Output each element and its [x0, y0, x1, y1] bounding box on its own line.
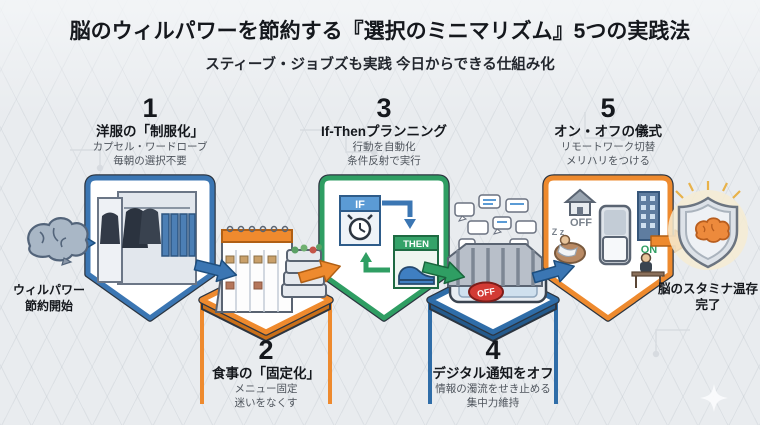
sleep-zzz-label: Z z	[552, 227, 565, 237]
page-subtitle: スティーブ・ジョブズも実践 今日からできる仕組み化	[205, 57, 555, 73]
step-3-label: 3 If-Thenプランニング 行動を自動化 条件反射で実行	[294, 94, 474, 168]
step-number: 5	[600, 93, 616, 123]
goal-label: 脳のスタミナ温存 完了	[638, 281, 760, 314]
step-desc: 迷いをなくす	[234, 396, 298, 409]
step-number: 2	[258, 335, 274, 365]
step-2-label: 2 食事の「固定化」 メニュー固定 迷いをなくす	[203, 336, 329, 410]
sparkle-icon	[700, 384, 728, 412]
step-number: 3	[376, 93, 392, 123]
if-label: IF	[355, 199, 365, 211]
if-card	[339, 195, 381, 246]
shield-brain-icon	[695, 217, 730, 243]
step-5-label: 5 オン・オフの儀式 リモートワーク切替 メリハリをつける	[518, 94, 698, 168]
dam-icon	[447, 243, 543, 287]
page-title: 脳のウィルパワーを節約する『選択のミニマリズム』5つの実践法	[69, 20, 691, 43]
toggle-switch-icon	[598, 204, 632, 266]
step-desc: メリハリをつける	[566, 154, 650, 167]
circuit-pattern	[70, 112, 690, 358]
shield-icon	[668, 181, 748, 270]
step-4-label: 4 デジタル通知をオフ 情報の濁流をせき止める 集中力維持	[431, 336, 555, 410]
step-desc: 行動を自動化	[352, 140, 416, 153]
building-icon	[637, 191, 660, 241]
goal-label-line2: 完了	[695, 298, 721, 313]
house-icon	[563, 188, 597, 216]
step-1-label: 1 洋服の「制服化」 カプセル・ワードローブ 毎朝の選択不要	[60, 94, 240, 168]
step-desc: 毎朝の選択不要	[113, 154, 187, 167]
toggle-on-label: ON	[641, 244, 658, 256]
step-desc: 情報の濁流をせき止める	[435, 382, 551, 395]
if-then-icon: IF THEN	[339, 195, 439, 289]
step-title: 洋服の「制服化」	[96, 124, 204, 140]
step-desc: リモートワーク切替	[560, 140, 656, 153]
step-desc: 集中力維持	[466, 396, 520, 409]
start-label-line1: ウィルパワー	[12, 283, 85, 297]
person-working-icon	[631, 252, 665, 288]
alarm-clock-icon	[347, 214, 373, 241]
sneaker-icon	[398, 266, 435, 285]
step-desc: 条件反射で実行	[347, 154, 421, 167]
step-title: オン・オフの儀式	[554, 124, 662, 140]
toggle-off-label: OFF	[570, 217, 592, 229]
step-desc: メニュー固定	[234, 382, 298, 395]
off-button-label: OFF	[476, 286, 496, 299]
step-number: 1	[142, 93, 158, 123]
step-title: 食事の「固定化」	[212, 366, 320, 382]
wardrobe-icon	[97, 191, 197, 285]
step-4-side-rails	[428, 302, 558, 404]
step-title: If-Thenプランニング	[321, 124, 447, 140]
notification-bubbles-icon	[454, 194, 537, 251]
goal-label-line1: 脳のスタミナ温存	[657, 282, 758, 296]
step-number: 4	[485, 335, 501, 365]
person-relaxing-icon	[554, 234, 586, 264]
then-label: THEN	[403, 239, 429, 250]
step-title: デジタル通知をオフ	[432, 366, 554, 382]
brain-icon	[27, 217, 89, 266]
then-card	[393, 235, 439, 289]
start-label: ウィルパワー 節約開始	[0, 283, 119, 314]
off-button: OFF	[468, 281, 504, 303]
step-desc: カプセル・ワードローブ	[92, 140, 208, 153]
step-2-side-rails	[200, 302, 332, 404]
start-label-line2: 節約開始	[24, 298, 73, 313]
